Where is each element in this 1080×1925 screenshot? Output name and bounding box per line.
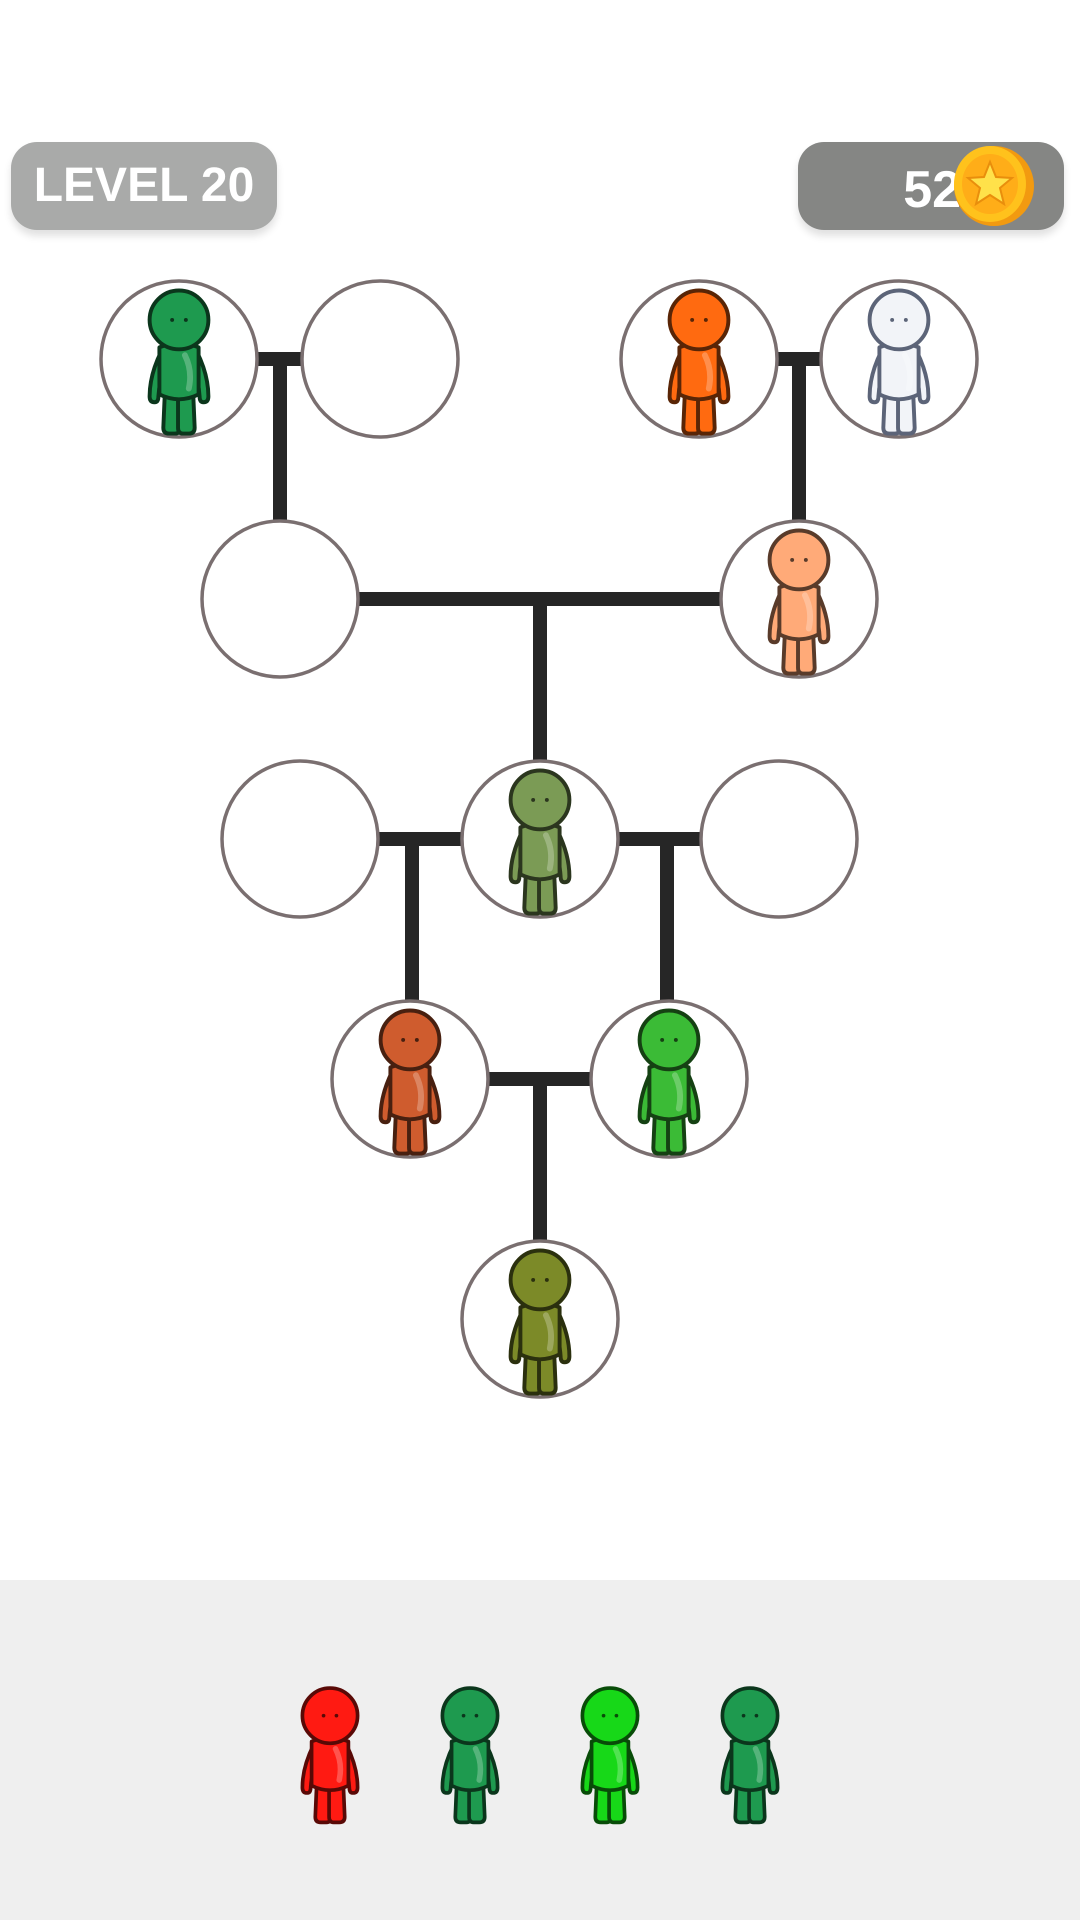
node-grandparent-right[interactable] <box>719 519 879 679</box>
node-partner-left[interactable] <box>220 759 380 919</box>
node-child-right[interactable] <box>589 999 749 1159</box>
connector-couple-5 <box>618 832 701 846</box>
node-slot[interactable] <box>200 519 360 679</box>
node-grandchild[interactable] <box>460 1239 620 1399</box>
person-figure <box>508 768 572 916</box>
connector-descent-4 <box>405 839 419 1001</box>
connector-couple-4 <box>378 832 462 846</box>
level-badge: LEVEL 20 <box>11 142 277 230</box>
person-figure <box>378 1008 442 1156</box>
tray-piece-red[interactable] <box>300 1686 360 1825</box>
coin-counter: 521 <box>798 142 1064 230</box>
node-grandparent-left[interactable] <box>200 519 360 679</box>
node-grandparent-1a[interactable] <box>99 279 259 439</box>
star-coin-icon <box>954 146 1034 226</box>
person-figure <box>440 1686 500 1825</box>
tray-piece-darkgreen-1[interactable] <box>440 1686 500 1825</box>
person-figure <box>300 1686 360 1825</box>
node-slot[interactable] <box>699 759 859 919</box>
person-figure <box>147 288 211 436</box>
person-figure <box>637 1008 701 1156</box>
level-label: LEVEL 20 <box>33 159 255 212</box>
person-figure <box>767 528 831 676</box>
connector-descent-6 <box>533 1079 547 1241</box>
connector-descent-2 <box>792 359 806 521</box>
node-grandparent-2b[interactable] <box>819 279 979 439</box>
node-slot[interactable] <box>300 279 460 439</box>
tree-connectors <box>257 352 821 1241</box>
person-figure <box>508 1248 572 1396</box>
connector-descent-1 <box>273 359 287 521</box>
person-figure <box>667 288 731 436</box>
person-figure <box>580 1686 640 1825</box>
node-parent-center[interactable] <box>460 759 620 919</box>
piece-tray <box>0 1580 1080 1920</box>
person-figure <box>867 288 931 436</box>
node-child-left[interactable] <box>330 999 490 1159</box>
node-partner-right[interactable] <box>699 759 859 919</box>
node-slot[interactable] <box>220 759 380 919</box>
connector-descent-3 <box>533 599 547 761</box>
family-tree <box>99 279 979 1399</box>
node-grandparent-1b[interactable] <box>300 279 460 439</box>
person-figure <box>720 1686 780 1825</box>
tray-piece-bright-green[interactable] <box>580 1686 640 1825</box>
connector-descent-5 <box>660 839 674 1001</box>
node-grandparent-2a[interactable] <box>619 279 779 439</box>
tray-piece-darkgreen-2[interactable] <box>720 1686 780 1825</box>
